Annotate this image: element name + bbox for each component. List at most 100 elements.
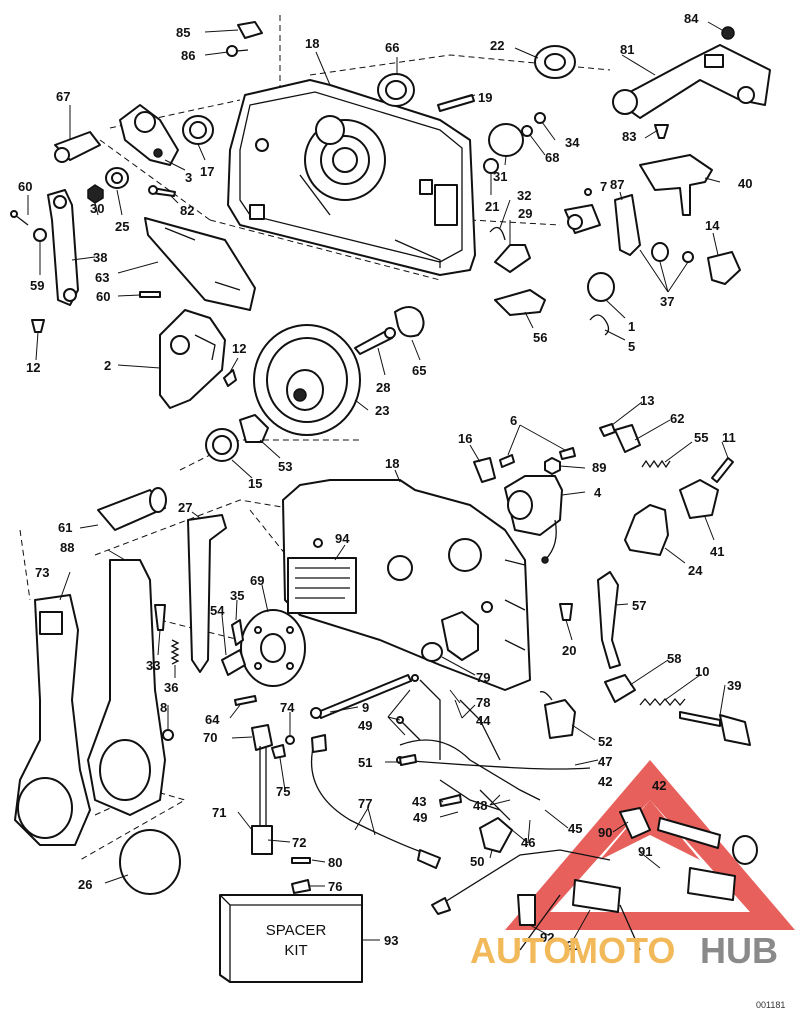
callout-64[interactable]: 64	[205, 712, 220, 727]
callout-45[interactable]: 45	[568, 821, 582, 836]
callout-22[interactable]: 22	[490, 38, 504, 53]
spring-10[interactable]	[639, 697, 686, 707]
screw-64[interactable]	[234, 695, 257, 706]
callout-5[interactable]: 5	[628, 339, 635, 354]
callout-21[interactable]: 21	[485, 199, 499, 214]
seal-65[interactable]	[394, 306, 425, 338]
fuse-76[interactable]	[291, 879, 311, 894]
callout-8[interactable]: 8	[160, 700, 167, 715]
plate-3[interactable]	[119, 104, 179, 166]
washer-25[interactable]	[105, 167, 129, 189]
screw-86[interactable]	[226, 45, 249, 57]
callout-26[interactable]: 26	[78, 877, 92, 892]
pin-37[interactable]	[682, 251, 694, 263]
nut-84[interactable]	[721, 26, 735, 40]
callout-35[interactable]: 35	[230, 588, 244, 603]
pin-35[interactable]	[231, 619, 244, 646]
callout-48[interactable]: 48	[473, 798, 487, 813]
washer-68[interactable]	[521, 125, 533, 137]
screw-12-left[interactable]	[31, 319, 45, 333]
callout-60-top[interactable]: 60	[18, 179, 32, 194]
grommet-66[interactable]	[377, 73, 415, 107]
lever-67[interactable]	[54, 131, 101, 163]
washer-59[interactable]	[33, 228, 47, 242]
callout-82[interactable]: 82	[180, 203, 194, 218]
ring-69[interactable]	[240, 609, 306, 687]
callout-50[interactable]: 50	[470, 854, 484, 869]
shaft-87[interactable]	[614, 194, 641, 256]
switch-7[interactable]	[564, 188, 601, 234]
callout-68[interactable]: 68	[545, 150, 559, 165]
callout-61[interactable]: 61	[58, 520, 72, 535]
screw-11[interactable]	[711, 457, 734, 483]
screw-33[interactable]	[154, 604, 166, 631]
block-58[interactable]	[604, 674, 636, 703]
seal-22[interactable]	[534, 45, 576, 79]
callout-88[interactable]: 88	[60, 540, 74, 555]
disc-31[interactable]	[488, 123, 524, 157]
bolt-9[interactable]	[310, 674, 412, 719]
actuator-61[interactable]	[97, 487, 167, 531]
screw-80[interactable]	[291, 857, 311, 864]
callout-47[interactable]: 47	[598, 754, 612, 769]
callout-14[interactable]: 14	[705, 218, 720, 233]
callout-40[interactable]: 40	[738, 176, 752, 191]
spring-5[interactable]	[589, 314, 610, 336]
callout-75[interactable]: 75	[276, 784, 290, 799]
clip-85[interactable]	[237, 21, 263, 39]
callout-23[interactable]: 23	[375, 403, 389, 418]
callout-65[interactable]: 65	[412, 363, 426, 378]
callout-37[interactable]: 37	[660, 294, 674, 309]
clip-75[interactable]	[271, 744, 286, 759]
seal-15[interactable]	[205, 428, 239, 462]
plate-57[interactable]	[597, 571, 621, 669]
callout-38[interactable]: 38	[93, 250, 107, 265]
bushing-1[interactable]	[587, 272, 615, 302]
screw-82[interactable]	[148, 185, 176, 197]
callout-92[interactable]: 92	[540, 930, 554, 945]
callout-2[interactable]: 2	[104, 358, 111, 373]
callout-32[interactable]: 32	[517, 188, 531, 203]
screw-60-top[interactable]	[10, 210, 29, 226]
spring-55[interactable]	[641, 459, 671, 469]
screw-6[interactable]	[499, 447, 576, 468]
callout-49-top[interactable]: 49	[358, 718, 372, 733]
callout-86[interactable]: 86	[181, 48, 195, 63]
callout-79[interactable]: 79	[476, 670, 490, 685]
handle-88[interactable]	[87, 559, 166, 816]
gear-housing-23[interactable]	[253, 324, 361, 436]
callout-3[interactable]: 3	[185, 170, 192, 185]
washer-37[interactable]	[651, 242, 669, 262]
callout-36[interactable]: 36	[164, 680, 178, 695]
bracket-40[interactable]	[639, 154, 713, 216]
callout-28[interactable]: 28	[376, 380, 390, 395]
nut-30[interactable]	[87, 184, 104, 204]
callout-58[interactable]: 58	[667, 651, 681, 666]
handle-73[interactable]	[14, 594, 91, 846]
callout-1[interactable]: 1	[628, 319, 635, 334]
callout-16[interactable]: 16	[458, 431, 472, 446]
plug-90[interactable]	[619, 807, 758, 865]
arm-81[interactable]	[612, 44, 771, 119]
callout-39[interactable]: 39	[727, 678, 741, 693]
callout-91-right[interactable]: 91	[638, 844, 652, 859]
callout-55[interactable]: 55	[694, 430, 708, 445]
nut-34[interactable]	[534, 112, 546, 124]
motor-4[interactable]	[504, 475, 563, 564]
cap-13[interactable]	[599, 423, 616, 437]
decal-plate-63[interactable]	[144, 217, 256, 311]
clip-32[interactable]	[489, 226, 506, 241]
callout-10[interactable]: 10	[695, 664, 709, 679]
callout-57[interactable]: 57	[632, 598, 646, 613]
callout-59[interactable]: 59	[30, 278, 44, 293]
callout-80[interactable]: 80	[328, 855, 342, 870]
spring-36[interactable]	[170, 639, 180, 665]
callout-53[interactable]: 53	[278, 459, 292, 474]
callout-13[interactable]: 13	[640, 393, 654, 408]
callout-4[interactable]: 4	[594, 485, 602, 500]
callout-20[interactable]: 20	[562, 643, 576, 658]
callout-63[interactable]: 63	[95, 270, 109, 285]
cable-77[interactable]	[311, 734, 441, 869]
callout-74[interactable]: 74	[280, 700, 295, 715]
callout-83[interactable]: 83	[622, 129, 636, 144]
